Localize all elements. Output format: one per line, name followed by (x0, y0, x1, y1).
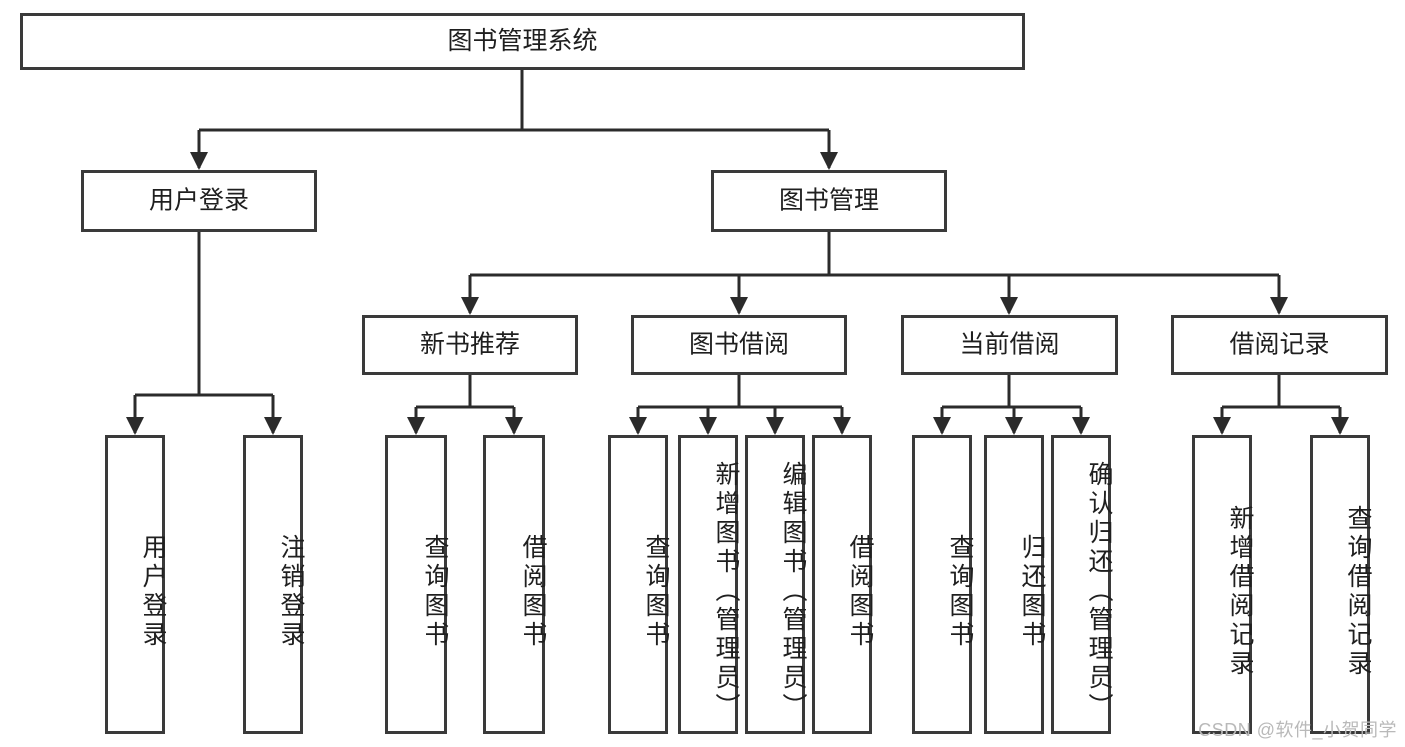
arrow-head (833, 417, 851, 435)
node-box-borrow-record[interactable] (1171, 315, 1388, 375)
leaf-box-leaf-user-login[interactable] (105, 435, 165, 734)
leaf-box-leaf-return-book[interactable] (984, 435, 1044, 734)
arrow-head (730, 297, 748, 315)
node-label-new-book-recommend: 新书推荐 (420, 331, 520, 359)
node-label-book-management: 图书管理 (779, 187, 879, 215)
arrow-head (505, 417, 523, 435)
arrow-head (699, 417, 717, 435)
leaf-box-leaf-query-book-borrow[interactable] (608, 435, 668, 734)
leaf-box-leaf-add-borrow-record[interactable] (1192, 435, 1252, 734)
leaf-box-leaf-query-book-recommend[interactable] (385, 435, 447, 734)
root-box-root[interactable] (20, 13, 1025, 70)
node-box-user-login[interactable] (81, 170, 317, 232)
node-label-borrow-record: 借阅记录 (1229, 331, 1329, 359)
arrow-head (190, 152, 208, 170)
arrow-head (461, 297, 479, 315)
arrow-head (264, 417, 282, 435)
arrow-head (126, 417, 144, 435)
leaf-box-leaf-add-book[interactable] (678, 435, 738, 734)
leaf-box-leaf-query-book-current[interactable] (912, 435, 972, 734)
arrow-head (766, 417, 784, 435)
arrow-head (1005, 417, 1023, 435)
node-label-root: 图书管理系统 (447, 27, 597, 55)
node-box-current-borrow[interactable] (901, 315, 1118, 375)
watermark: CSDN @软件_小贺同学 (1198, 720, 1397, 740)
arrow-head (1331, 417, 1349, 435)
box-layer (20, 13, 1388, 734)
node-box-book-management[interactable] (711, 170, 947, 232)
arrow-head (1000, 297, 1018, 315)
arrow-head (820, 152, 838, 170)
node-label-current-borrow: 当前借阅 (959, 331, 1059, 359)
arrow-head (629, 417, 647, 435)
node-box-new-book-recommend[interactable] (362, 315, 578, 375)
leaf-box-leaf-edit-book[interactable] (745, 435, 805, 734)
arrow-head (933, 417, 951, 435)
leaf-box-leaf-borrow-book-recommend[interactable] (483, 435, 545, 734)
arrow-head (1213, 417, 1231, 435)
node-label-user-login: 用户登录 (149, 187, 249, 215)
connector-layer (126, 70, 1349, 435)
node-label-book-borrow: 图书借阅 (689, 331, 789, 359)
leaf-box-leaf-borrow-book[interactable] (812, 435, 872, 734)
leaf-box-leaf-confirm-return[interactable] (1051, 435, 1111, 734)
leaf-box-leaf-logout[interactable] (243, 435, 303, 734)
node-box-book-borrow[interactable] (631, 315, 847, 375)
arrow-head (1072, 417, 1090, 435)
arrow-head (1270, 297, 1288, 315)
leaf-box-leaf-query-borrow-record[interactable] (1310, 435, 1370, 734)
arrow-head (407, 417, 425, 435)
